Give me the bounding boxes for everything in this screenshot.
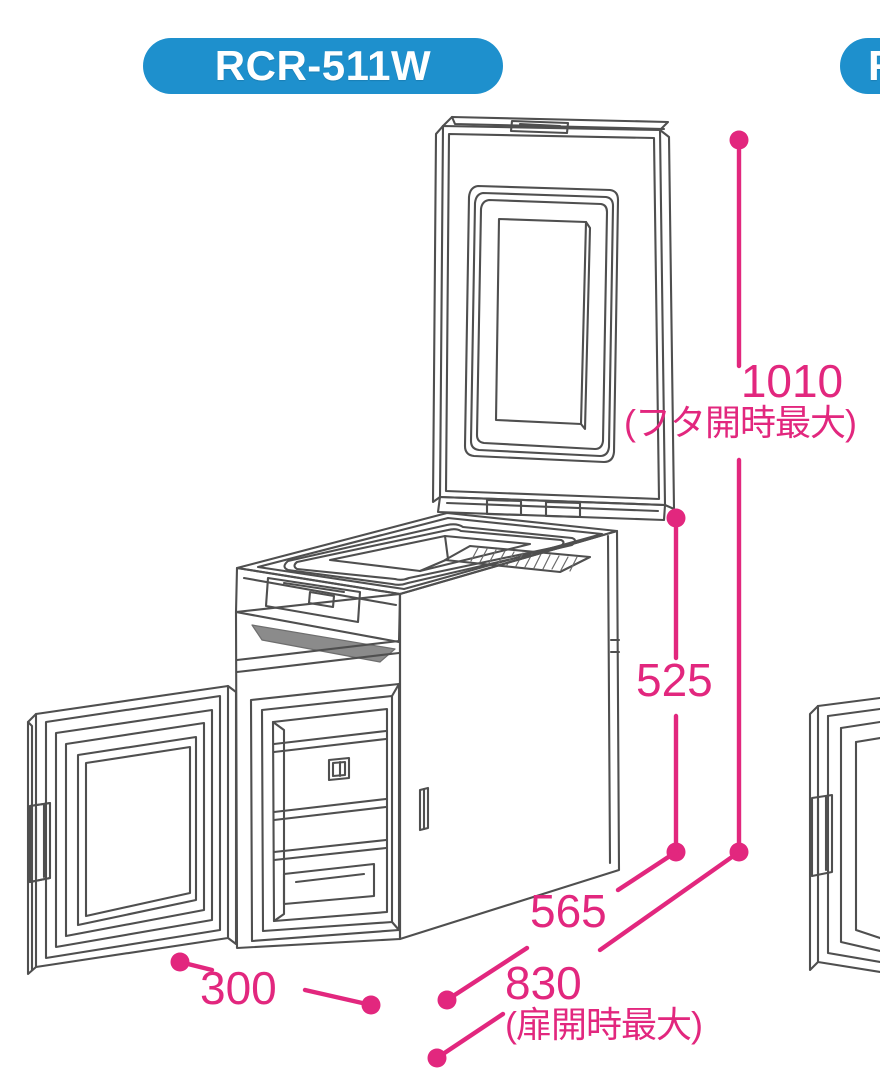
dimension-value-525: 525: [636, 654, 713, 706]
dimension-value-1010: 1010: [740, 355, 844, 407]
dimension-label-525: 525: [636, 657, 713, 704]
cabinet-door-open-group: [26, 684, 238, 976]
dimension-label-565: 565: [530, 888, 607, 935]
dimension-line-300: [170, 952, 381, 1015]
second-unit-cropped-group: [808, 696, 880, 974]
model-badge-primary: RCR-511W: [143, 38, 503, 94]
dimension-value-565: 565: [530, 885, 607, 937]
dimension-label-300: 300: [200, 965, 277, 1012]
dimension-value-830: 830: [505, 957, 582, 1009]
dimension-line-1010: [729, 130, 749, 862]
dimension-value-300: 300: [200, 962, 277, 1014]
dimension-label-830: 830 (扉開時最大): [505, 957, 703, 1045]
dimension-line-830: [427, 849, 742, 1068]
lid-group: [431, 115, 676, 522]
dimension-line-565: [437, 849, 679, 1010]
cabinet-interior-group: [249, 682, 430, 943]
dimension-label-1010: 1010 (フタ開時最大): [624, 355, 880, 442]
dimension-note-1010: (フタ開時最大): [624, 401, 857, 443]
dimension-note-830: (扉開時最大): [505, 1003, 703, 1045]
model-badge-secondary: RCR-: [840, 38, 880, 94]
